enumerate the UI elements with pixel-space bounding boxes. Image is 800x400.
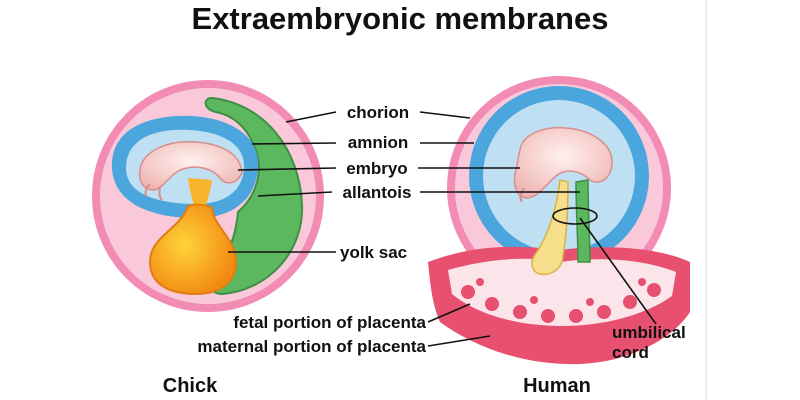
human-yolk-sac xyxy=(531,179,569,276)
human-embryo xyxy=(513,126,613,199)
chick-illustration xyxy=(92,80,324,312)
chick-embryo xyxy=(138,141,243,191)
label-embryo: embryo xyxy=(346,159,407,178)
label-cord: cord xyxy=(612,343,649,362)
chick-yolk-stalk xyxy=(188,178,212,222)
label-allantois: allantois xyxy=(343,183,412,202)
label-fetal-placenta: fetal portion of placenta xyxy=(233,313,426,332)
chick-embryo-limbs xyxy=(144,183,163,201)
chick-yolk-sac xyxy=(148,203,238,296)
umbilical-cord-ring xyxy=(552,207,598,225)
caption-chick: Chick xyxy=(163,375,218,397)
label-chorion: chorion xyxy=(347,103,409,122)
label-yolk-sac: yolk sac xyxy=(340,243,407,262)
label-maternal-placenta: maternal portion of placenta xyxy=(197,337,426,356)
label-amnion: amnion xyxy=(348,133,408,152)
label-umbilical: umbilical xyxy=(612,323,686,342)
leader-lines xyxy=(228,111,657,347)
human-embryo-limbs xyxy=(519,187,525,203)
human-placental-villi xyxy=(461,278,661,323)
human-fetal-placenta xyxy=(448,258,676,326)
human-illustration xyxy=(428,76,690,365)
caption-human: Human xyxy=(523,375,591,397)
diagram-title: Extraembryonic membranes xyxy=(192,1,609,36)
